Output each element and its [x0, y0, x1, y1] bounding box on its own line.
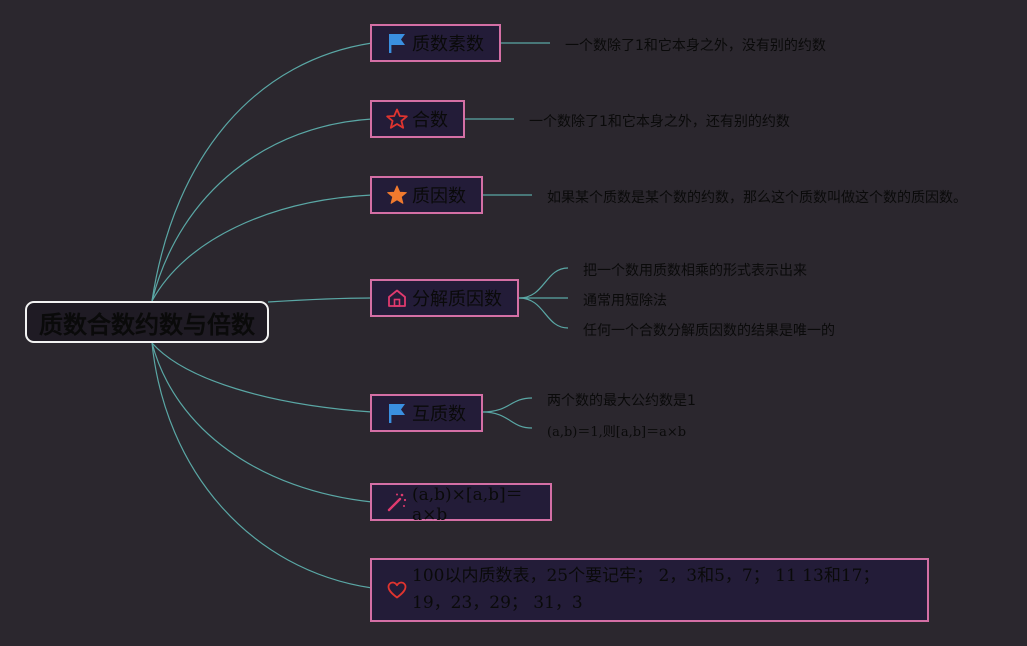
flag-icon: [386, 32, 408, 54]
link-node-4-note-3: [518, 297, 569, 329]
topic-label: (a,b)×[a,b]＝a×b: [412, 484, 523, 525]
topic-prime-table[interactable]: 100以内质数表，25个要记牢； 2，3和5，7； 11 13和17； 19，2…: [370, 558, 929, 622]
flag-icon: [386, 402, 408, 424]
star-outline-icon: [386, 108, 408, 130]
note-factorization-1: 把一个数用质数相乘的形式表示出来: [583, 263, 807, 279]
note-prime-factor-definition: 如果某个质数是某个数的约数，那么这个质数叫做这个数的质因数。: [547, 190, 967, 206]
link-root-node-3: [151, 194, 373, 302]
link-root-node-7: [151, 342, 373, 589]
note-factorization-3: 任何一个合数分解质因数的结果是唯一的: [583, 323, 835, 339]
topic-prime-factorization[interactable]: 分解质因数: [370, 279, 519, 317]
note-composite-definition: 一个数除了1和它本身之外，还有别的约数: [529, 114, 790, 130]
heart-icon: [386, 579, 408, 601]
root-topic[interactable]: 质数合数约数与倍数: [25, 301, 269, 343]
link-root-node-2: [151, 118, 373, 302]
topic-composite-numbers[interactable]: 合数: [370, 100, 465, 138]
topic-prime-factor[interactable]: 质因数: [370, 176, 483, 214]
topic-label: 合数: [412, 110, 448, 131]
topic-prime-numbers[interactable]: 质数素数: [370, 24, 501, 62]
link-root-node-5: [151, 342, 373, 413]
topic-label: 100以内质数表，25个要记牢； 2，3和5，7； 11 13和17； 19，2…: [412, 566, 880, 613]
topic-label: 质因数: [412, 186, 466, 207]
topic-label: 互质数: [412, 404, 466, 425]
link-node-4-note-1: [518, 267, 569, 299]
star-filled-icon: [386, 184, 408, 206]
link-root-node-6: [151, 342, 373, 503]
root-topic-label: 质数合数约数与倍数: [39, 310, 255, 339]
topic-coprime-numbers[interactable]: 互质数: [370, 394, 483, 432]
house-icon: [386, 287, 408, 309]
link-root-node-4: [267, 297, 373, 303]
note-coprime-2: (a,b)＝1,则[a,b]＝a×b: [547, 425, 687, 440]
note-coprime-1: 两个数的最大公约数是1: [547, 393, 696, 409]
topic-gcd-lcm-formula[interactable]: (a,b)×[a,b]＝a×b: [370, 483, 552, 525]
topic-label: 分解质因数: [412, 289, 502, 310]
note-prime-definition: 一个数除了1和它本身之外，没有别的约数: [565, 38, 826, 54]
magic-wand-icon: [386, 491, 408, 513]
link-node-5-note-2: [481, 411, 533, 429]
note-factorization-2: 通常用短除法: [583, 293, 667, 309]
link-node-5-note-1: [481, 397, 533, 413]
topic-label: 质数素数: [412, 34, 484, 55]
link-root-node-1: [151, 42, 373, 302]
